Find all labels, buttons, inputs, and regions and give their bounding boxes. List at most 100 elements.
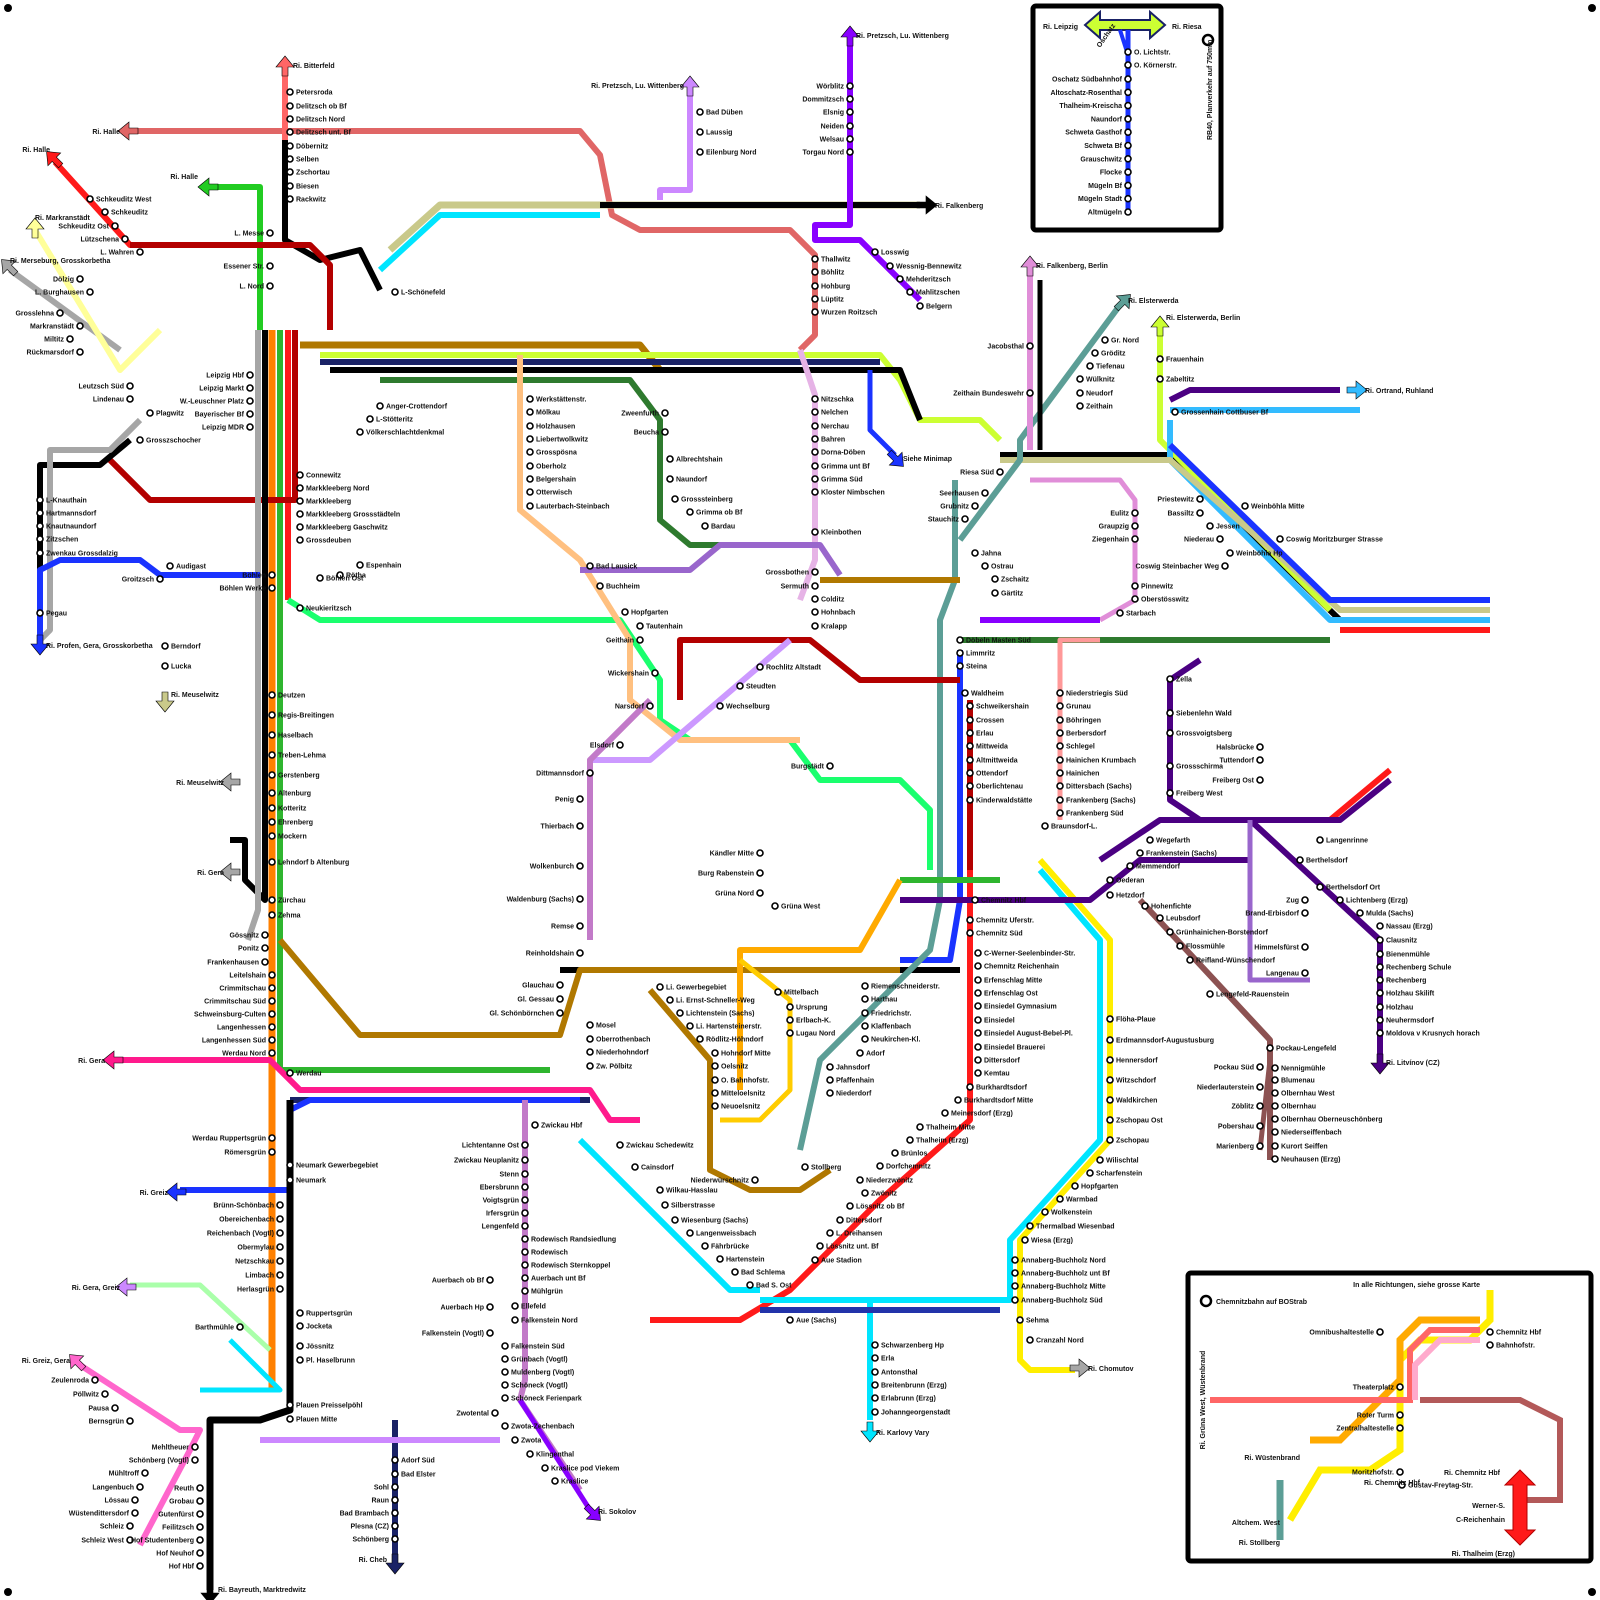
endpoint-ortrand[interactable]: Ri. Ortrand, Ruhland	[1347, 381, 1433, 399]
endpoint-meuselwitz2[interactable]: Ri. Meuselwitz	[176, 773, 240, 791]
endpoint-sokolov[interactable]: Ri. Sokolov	[580, 1500, 636, 1527]
station-hohnbach: Hohnbach	[812, 609, 855, 617]
station-dot	[812, 296, 818, 302]
station-label: Kraslice pod Viekem	[551, 1466, 619, 1473]
station-dot	[122, 236, 128, 242]
station-dot	[157, 576, 163, 582]
station-label: Wolkenstein	[1051, 1210, 1092, 1217]
station-holzhausen: Holzhausen	[527, 423, 575, 431]
station-reichenbach: Reichenbach (Vogtl)	[207, 1230, 283, 1238]
station-elsdorf: Elsdorf	[590, 742, 623, 750]
arrow-icon	[166, 1183, 186, 1201]
station-label: Rackwitz	[296, 197, 326, 204]
endpoint-elsterwerda[interactable]: Ri. Elsterwerda	[1110, 288, 1179, 315]
endpoint-bitterfeld[interactable]: Ri. Bitterfeld	[276, 56, 335, 76]
endpoint-litvinov[interactable]: Ri. Litvínov (CZ)	[1371, 1054, 1440, 1074]
station-berthelsdorf-ort: Berthelsdorf Ort	[1317, 884, 1381, 892]
station-label: Schönberg (Vogtl)	[129, 1458, 189, 1465]
endpoint-chomutov[interactable]: Ri. Chomutov	[1070, 1359, 1134, 1377]
station-label: Selben	[296, 157, 319, 164]
endpoint-meuselwitz1[interactable]: Ri. Meuselwitz	[156, 692, 219, 712]
station-label: Delitzsch unt. Bf	[296, 130, 352, 137]
station-dot	[975, 1044, 981, 1050]
station-label: Stenn	[500, 1172, 519, 1179]
station-werdau-nord: Werdau Nord	[222, 1050, 275, 1058]
endpoint-greizgera[interactable]: Ri. Greiz, Gera	[22, 1348, 90, 1375]
endpoint-label: Ri. Halle	[170, 174, 198, 181]
inset-chemnitz-endpoint-label: Ri. Thalheim (Erzg)	[1452, 1551, 1515, 1558]
station-dot	[775, 989, 781, 995]
endpoint-halle3[interactable]: Ri. Halle	[170, 174, 218, 196]
station-irfersgruen: Irfersgrün	[486, 1210, 528, 1218]
endpoint-gera1[interactable]: Ri. Gera	[197, 863, 240, 881]
endpoint-halle1[interactable]: Ri. Halle	[92, 122, 138, 140]
station-dot	[687, 1023, 693, 1029]
endpoint-greiz[interactable]: Ri. Greiz	[140, 1183, 186, 1201]
route-chem-cyan	[760, 870, 1100, 1300]
endpoint-gera2[interactable]: Ri. Gera	[78, 1051, 123, 1069]
station-dot	[269, 772, 275, 778]
station-label: Grossschirma	[1176, 764, 1223, 771]
station-dot	[262, 932, 268, 938]
station-label: Blumenau	[1281, 1078, 1315, 1085]
station-nennigmuehle: Nennigmühle	[1272, 1065, 1325, 1073]
endpoint-geragreiz[interactable]: Ri. Gera, Greiz	[72, 1278, 136, 1296]
station-dot	[975, 1057, 981, 1063]
station-dot	[269, 972, 275, 978]
station-graupzig: Graupzig	[1099, 523, 1138, 531]
endpoint-label: Ri. Markranstädt	[35, 215, 91, 222]
station-tiefenau: Tiefenau	[1087, 363, 1125, 371]
station-dot	[287, 129, 293, 135]
station-label: Nennigmühle	[1281, 1066, 1325, 1073]
station-dot	[357, 562, 363, 568]
station-dot	[297, 1323, 303, 1329]
endpoint-karlovy[interactable]: Ri. Karlovy Vary	[861, 1422, 929, 1442]
endpoint-profen[interactable]: Ri. Profen, Gera, Grosskorbetha	[31, 635, 153, 655]
station-label: Gutenfürst	[158, 1512, 194, 1519]
station-label: Grossenhain Cottbuser Bf	[1181, 410, 1269, 417]
arrow-icon	[198, 178, 218, 196]
station-label: Zitzschen	[46, 537, 78, 544]
endpoint-elsterwerda2[interactable]: Ri. Elsterwerda, Berlin	[1151, 315, 1240, 336]
station-dot	[617, 1142, 623, 1148]
station-gaertitz: Gärtitz	[992, 590, 1024, 598]
station-einsiedel-gym: Einsiedel Gymnasium	[975, 1003, 1057, 1011]
station-dot	[972, 550, 978, 556]
endpoint-falkenberg2[interactable]: Ri. Falkenberg, Berlin	[1021, 256, 1108, 276]
station-dot	[1377, 1030, 1383, 1036]
endpoint-pretzsch2[interactable]: Ri. Pretzsch, Lu. Wittenberg	[841, 26, 949, 46]
endpoint-falkenberg1[interactable]: Ri. Falkenberg	[917, 196, 983, 214]
station-dot	[717, 703, 723, 709]
station-haselbach: Haselbach	[269, 732, 313, 740]
station-hetzdorf: Hetzdorf	[1107, 892, 1145, 900]
station-label: Pegau	[46, 611, 67, 618]
station-label: Lüptitz	[821, 297, 844, 304]
station-dot	[269, 1024, 275, 1030]
station-dot	[37, 610, 43, 616]
station-himmelsfuerst: Himmelsfürst	[1254, 944, 1308, 952]
station-label: Mügeln Bf	[1088, 183, 1122, 190]
station-label: Adorf	[866, 1051, 885, 1058]
station-regis: Regis-Breitingen	[269, 712, 334, 720]
station-dot	[37, 523, 43, 529]
station-dot	[269, 833, 275, 839]
station-dot	[1257, 757, 1263, 763]
station-schweikershain: Schweikershain	[967, 703, 1029, 711]
station-label: Albrechtshain	[676, 457, 723, 464]
station-priestewitz: Priestewitz	[1157, 496, 1203, 504]
endpoint-pretzsch1[interactable]: Ri. Pretzsch, Lu. Wittenberg	[591, 76, 699, 96]
inset-chemnitz-endpoint-label: C-Reichenhain	[1456, 1517, 1505, 1524]
endpoint-cheb[interactable]: Ri. Cheb	[359, 1554, 404, 1574]
route-halle-salmon	[130, 131, 815, 350]
station-dot	[167, 563, 173, 569]
endpoint-bayreuth[interactable]: Ri. Bayreuth, Marktredwitz	[201, 1584, 306, 1600]
station-label: Hennersdorf	[1116, 1058, 1158, 1065]
station-label: Breitenbrunn (Erzg)	[881, 1383, 947, 1390]
station-label: Hohburg	[821, 284, 850, 291]
station-label: Espenhain	[366, 563, 401, 570]
station-label: Crimmitschau Süd	[204, 999, 266, 1006]
station-dot	[975, 950, 981, 956]
station-thalheim: Thalheim (Erzg)	[907, 1137, 969, 1145]
station-label: Weinböhla Mitte	[1251, 504, 1305, 511]
endpoint-label: Ri. Falkenberg	[935, 203, 983, 210]
